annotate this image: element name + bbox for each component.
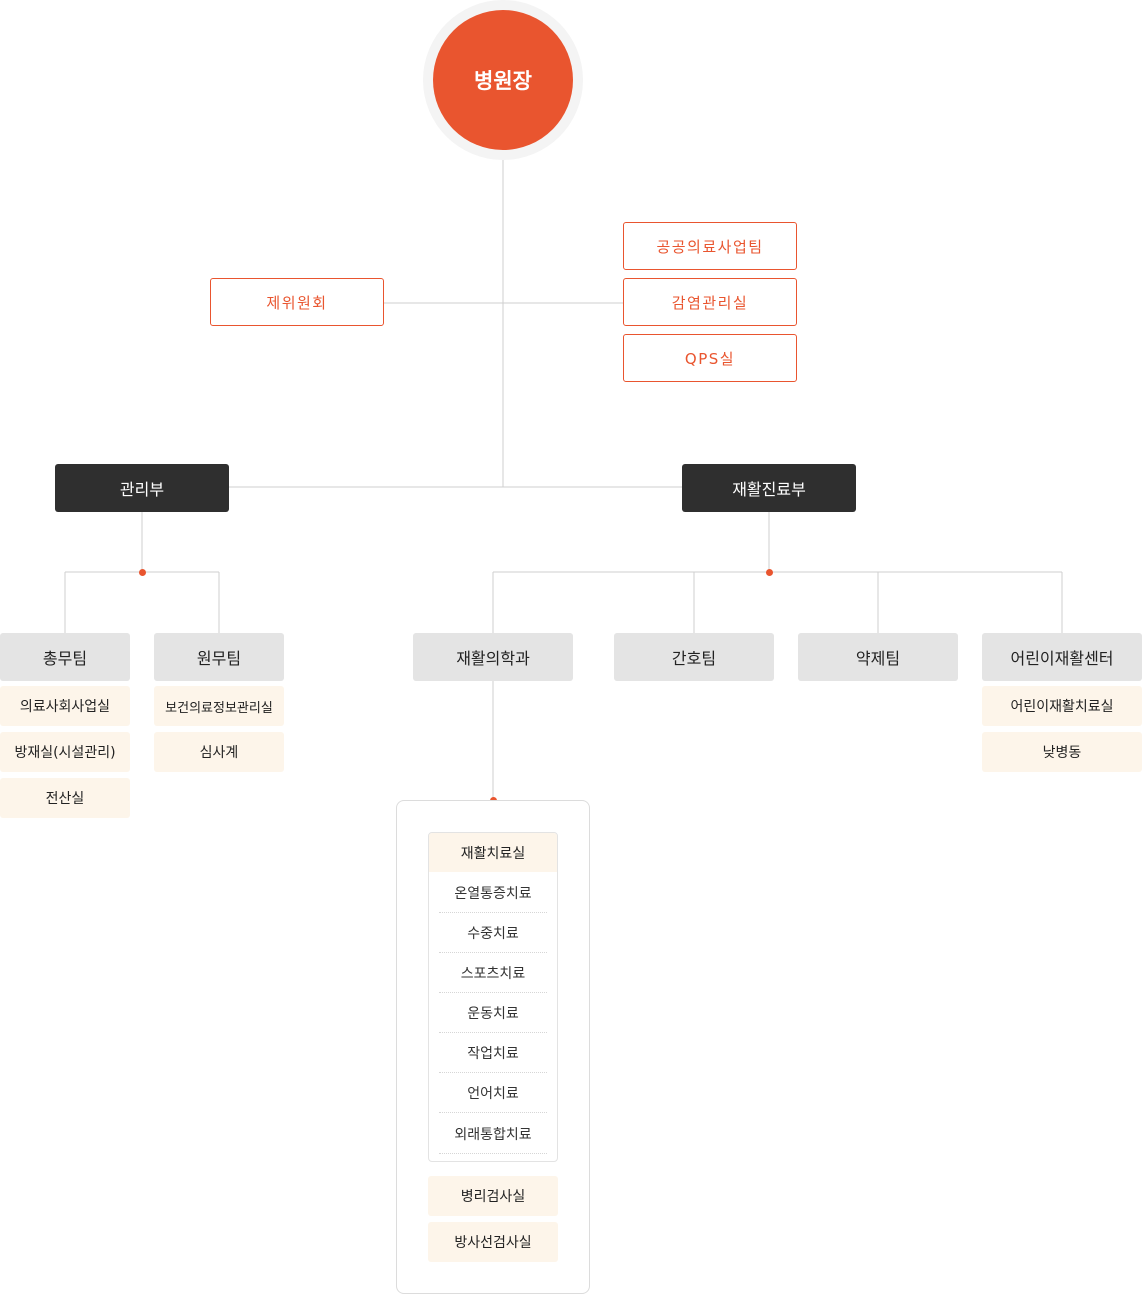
- therapy-item[interactable]: 언어치료: [439, 1073, 547, 1113]
- patient-affairs-team-box[interactable]: 원무팀: [154, 633, 284, 681]
- therapy-item[interactable]: 수중치료: [439, 913, 547, 953]
- pharmacy-team-box[interactable]: 약제팀: [798, 633, 958, 681]
- committee-box[interactable]: 제위원회: [210, 278, 384, 326]
- it-office-box[interactable]: 전산실: [0, 778, 130, 818]
- therapy-item[interactable]: 외래통합치료: [439, 1114, 547, 1154]
- child-rehab-therapy-box[interactable]: 어린이재활치료실: [982, 686, 1142, 726]
- therapy-item[interactable]: 온열통증치료: [439, 873, 547, 913]
- rehab-medicine-box[interactable]: 재활의학과: [413, 633, 573, 681]
- general-affairs-team-box[interactable]: 총무팀: [0, 633, 130, 681]
- therapy-item[interactable]: 운동치료: [439, 993, 547, 1033]
- therapy-room-header[interactable]: 재활치료실: [429, 833, 557, 872]
- public-health-team-box[interactable]: 공공의료사업팀: [623, 222, 797, 270]
- disaster-prevention-box[interactable]: 방재실(시설관리): [0, 732, 130, 772]
- therapy-item[interactable]: 작업치료: [439, 1033, 547, 1073]
- admin-dept-box[interactable]: 관리부: [55, 464, 229, 512]
- head-node[interactable]: 병원장: [433, 10, 573, 150]
- review-section-box[interactable]: 심사계: [154, 732, 284, 772]
- rehab-dept-box[interactable]: 재활진료부: [682, 464, 856, 512]
- day-ward-box[interactable]: 낮병동: [982, 732, 1142, 772]
- infection-control-box[interactable]: 감염관리실: [623, 278, 797, 326]
- rehab-junction-dot: [766, 569, 773, 576]
- admin-junction-dot: [139, 569, 146, 576]
- medical-social-work-box[interactable]: 의료사회사업실: [0, 686, 130, 726]
- therapy-item[interactable]: 스포츠치료: [439, 953, 547, 993]
- qps-box[interactable]: QPS실: [623, 334, 797, 382]
- nursing-team-box[interactable]: 간호팀: [614, 633, 774, 681]
- pathology-lab-box[interactable]: 병리검사실: [428, 1176, 558, 1216]
- child-rehab-center-box[interactable]: 어린이재활센터: [982, 633, 1142, 681]
- radiology-lab-box[interactable]: 방사선검사실: [428, 1222, 558, 1262]
- therapy-room-group: 재활치료실 온열통증치료 수중치료 스포츠치료 운동치료 작업치료 언어치료 외…: [428, 832, 558, 1162]
- health-info-management-box[interactable]: 보건의료정보관리실: [154, 686, 284, 726]
